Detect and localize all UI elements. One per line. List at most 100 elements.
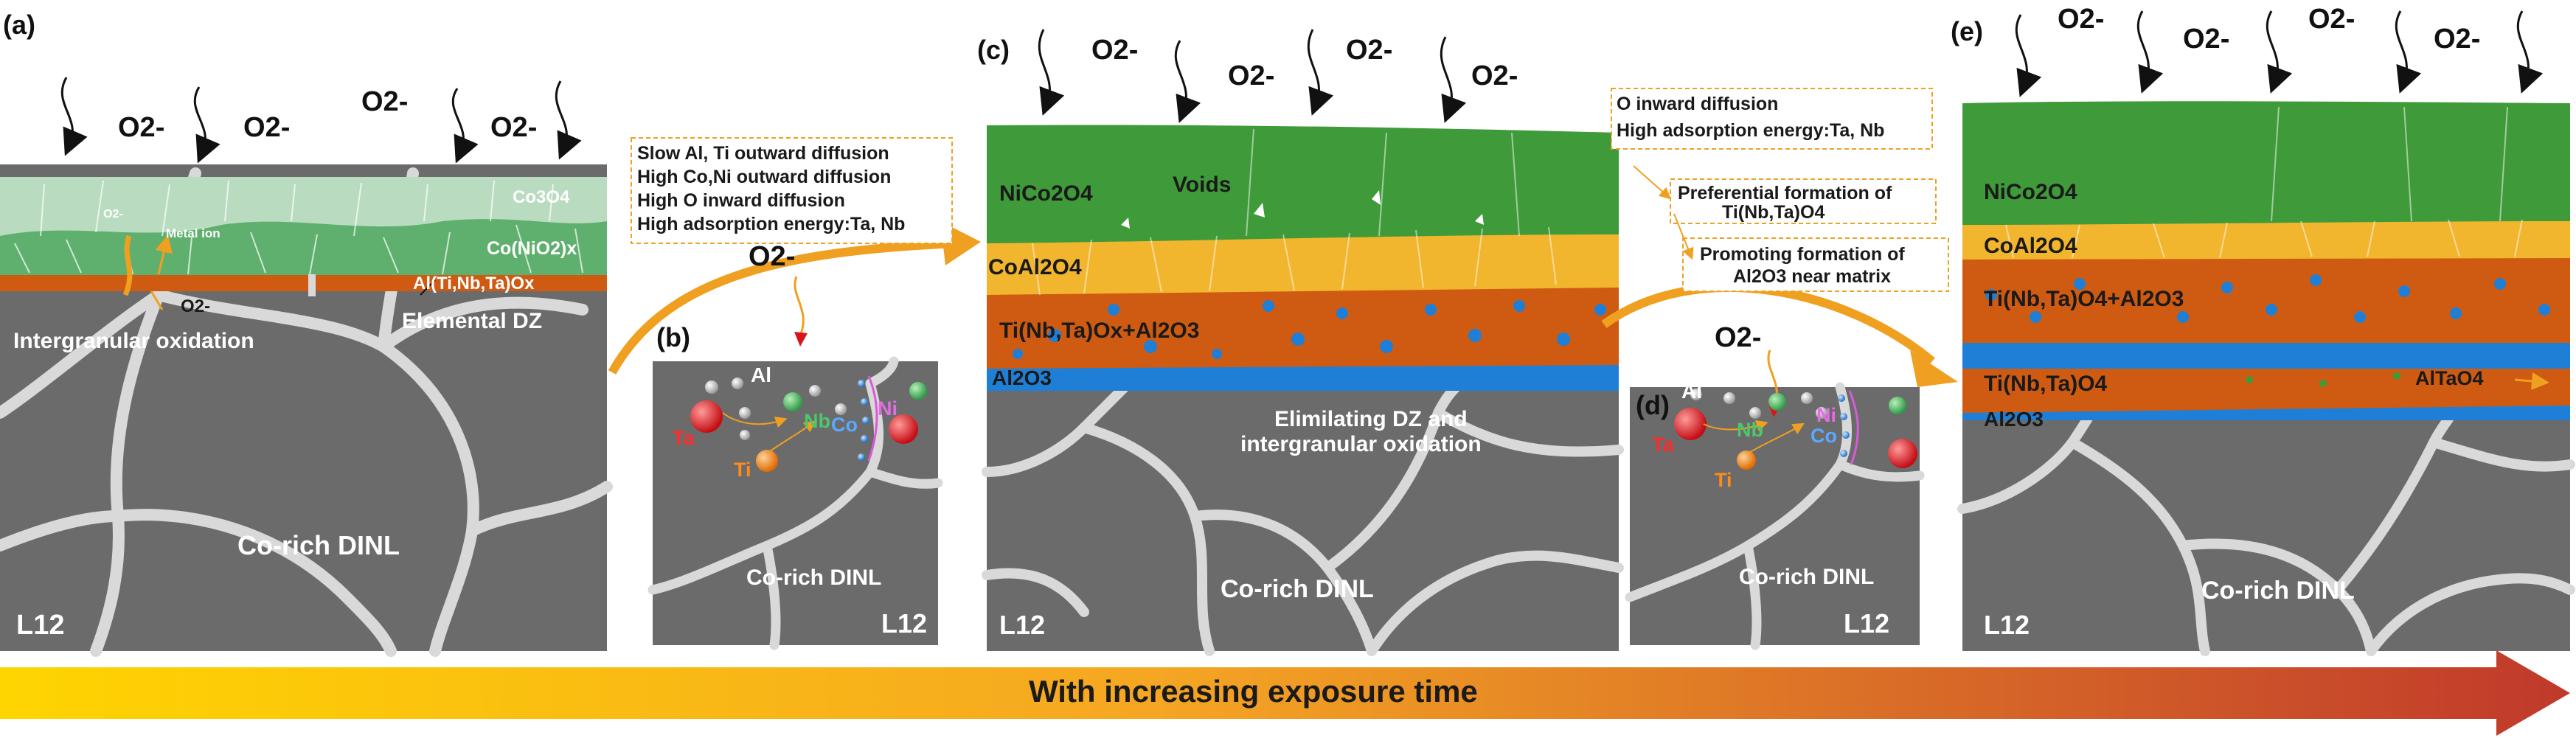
panel-d-diffusion-arrows [1703,420,1805,454]
panel-b-note-4: High adsorption energy:Ta, Nb [637,214,905,234]
panel-a-o2-2: O2- [243,112,290,143]
altinbtao-layer [0,275,607,291]
conio2-layer [0,219,607,276]
panel-b-grain-boundaries [648,356,943,650]
co-atoms [858,380,869,461]
panel-e-matrix-label: Co-rich DINL [2201,577,2355,605]
panel-a-o2-4: O2- [490,112,537,143]
voids-label: Voids [1173,173,1231,197]
co3o4-label: Co3O4 [513,187,570,207]
panel-b-phase: L12 [881,608,927,639]
panel-c-grain-boundaries [982,378,1624,656]
coal2o4-layer [987,225,1619,295]
elimination-line-1: Elimilating DZ and [1274,407,1468,431]
dz-mark [308,274,316,296]
panel-d-matrix-label: Co-rich DINL [1739,565,1874,589]
o2-grain-arrow [150,291,164,310]
altinbtao-label: Al(Ti,Nb,Ta)Ox [413,274,535,293]
panel-d-ti: Ti [1715,469,1732,491]
panel-c-matrix-label: Co-rich DINL [1221,575,1374,603]
dz-pointer [420,279,436,296]
altao4-pointer [2514,372,2549,390]
panel-d-phase: L12 [1844,608,1889,639]
voids [1121,190,1484,229]
panel-e-o2-3: O2- [2308,4,2355,35]
conio2-label: Co(NiO2)x [487,238,577,259]
panel-a-o2-1: O2- [118,112,164,143]
e-al2o3-label: Al2O3 [1984,408,2044,431]
panel-b-ti: Ti [734,459,751,481]
panel-b-o2: O2- [749,241,795,272]
ni-path [867,375,878,462]
e-tinbtao4-al2o3-label: Ti(Nb,Ta)O4+Al2O3 [1984,287,2184,311]
panel-e-altao4-dots [2246,372,2400,387]
panel-b-matrix-label: Co-rich DINL [746,566,881,590]
panel-e-o2-4: O2- [2434,24,2480,55]
elimination-line-2: intergranular oxidation [1240,432,1482,456]
timeline-label: With increasing exposure time [1029,674,1478,709]
e-coal2o4-label: CoAl2O4 [1984,234,2077,258]
dz-label: Elemental DZ [402,309,542,333]
panel-b-note-1: Slow Al, Ti outward diffusion [637,143,889,164]
panel-d-co: Co [1811,425,1837,447]
arrow-c-to-e-head [1910,350,1958,387]
panel-a-matrix-label: Co-rich DINL [237,530,400,560]
panel-e [1957,10,2575,656]
panel-c-o2-2: O2- [1228,60,1274,91]
panel-c-phase: L12 [999,610,1045,640]
panel-b-diffusion-arrows [722,412,816,454]
panel-d-letter: (d) [1636,390,1670,420]
panel-b-nb: Nb [804,410,830,432]
arrow-c-to-e [1601,282,1935,365]
c-nico2o4-label: NiCo2O4 [999,181,1093,206]
panel-b-note-2: High Co,Ni outward diffusion [637,167,891,187]
panel-d-ta: Ta [1652,434,1674,456]
panel-c-o2-3: O2- [1346,35,1392,66]
panel-e-o2-1: O2- [2058,4,2104,35]
c-coal2o4-label: CoAl2O4 [988,255,1082,279]
panel-d-matrix [1630,387,1920,645]
panel-a-oxide-grains [14,180,583,275]
panel-d-nb: Nb [1737,419,1763,441]
panel-d [1611,88,1949,650]
panel-c-oxide-grains [1032,128,1557,296]
panel-e-oxide-grains [2005,106,2523,259]
panel-d-note-1: O inward diffusion [1617,94,1778,114]
promo-pointer [1673,213,1694,260]
panel-b-notes-box [631,137,953,244]
panel-e-oxygen-arrows [2015,10,2544,97]
panel-e-phase: L12 [1984,610,2030,640]
d-co-atoms [1838,394,1850,457]
c-tinbtaox-label: Ti(Nb,Ta)Ox+Al2O3 [999,319,1199,343]
panel-b-note-3: High O inward diffusion [637,190,845,211]
panel-a-o2-small: O2- [103,208,123,220]
intergranular-label: Intergranular oxidation [13,329,254,353]
panel-b-o-arrow [794,276,805,336]
d-ni-path [1848,390,1859,465]
panel-c-o2-4: O2- [1471,60,1518,91]
panel-a-o2-3: O2- [361,86,408,117]
ta-atom [690,400,723,433]
timeline-arrow [0,650,2570,736]
panel-a-o2-grain: O2- [181,296,210,316]
panel-e-o2-2: O2- [2183,24,2229,55]
d-ta-atom-2 [1888,439,1917,468]
nico2o4-layer [987,125,1619,243]
panel-c [982,29,1624,656]
panel-a-phase: L12 [16,610,64,641]
panel-d-al: Al [1681,380,1702,403]
e-tinbtao4-label: Ti(Nb,Ta)O4 [1984,372,2108,396]
panel-c-letter: (c) [977,35,1010,65]
nb-atom-2 [909,382,927,400]
ti-atom [756,450,778,472]
e-tinbtao4-al2o3-layer [1962,251,2570,343]
d-ti-atom [1737,450,1756,470]
d-nb-atom-2 [1889,397,1906,414]
e-al2o3-mid [1962,339,2570,369]
e-nico2o4-label: NiCo2O4 [1984,180,2077,204]
panel-b-co: Co [831,414,858,436]
altao4-label: AlTaO4 [2415,367,2484,389]
panel-d-o2: O2- [1715,322,1761,353]
